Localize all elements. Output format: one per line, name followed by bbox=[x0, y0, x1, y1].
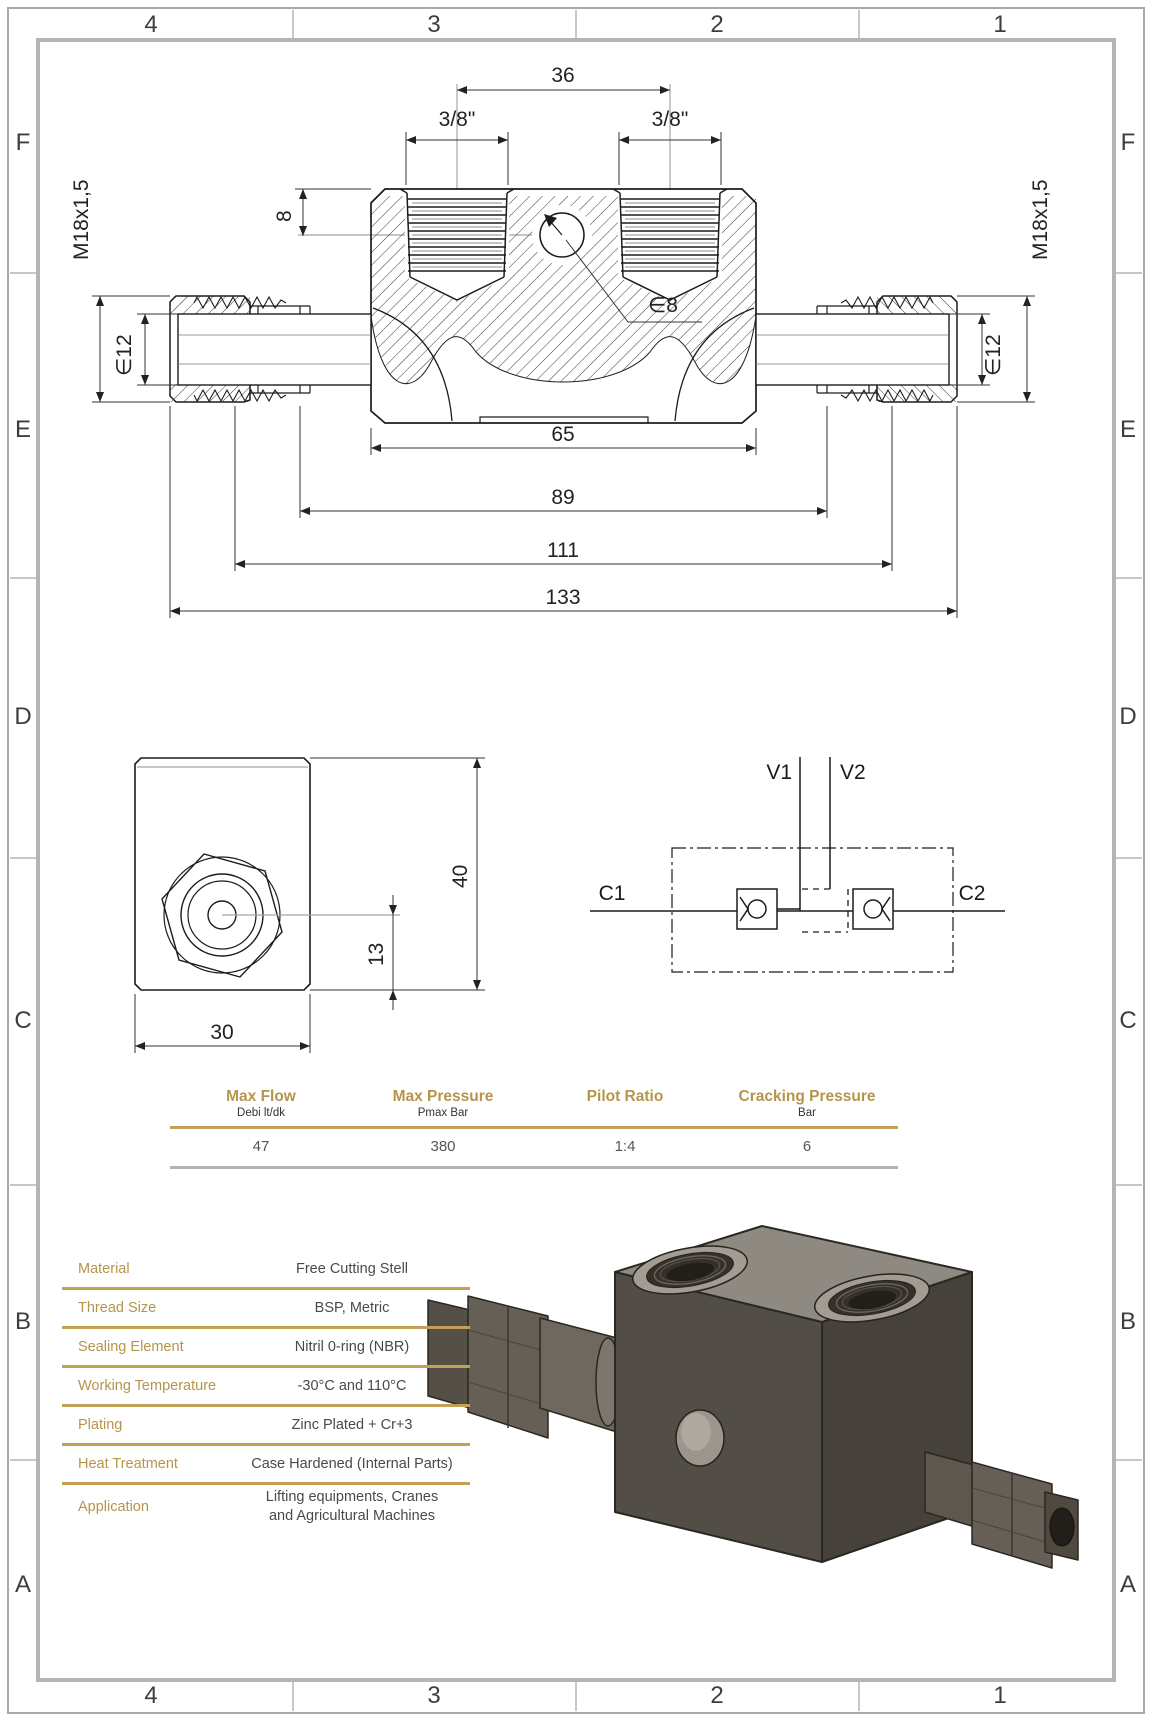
spec-header: Max Pressure bbox=[392, 1088, 494, 1105]
dim-36: 36 bbox=[551, 64, 574, 87]
table-row: Application Lifting equipments, Cranes a… bbox=[62, 1485, 470, 1526]
grid-col-2-top: 2 bbox=[710, 11, 724, 38]
product-3d-render bbox=[427, 1225, 1079, 1569]
check-valve-symbol-2 bbox=[852, 888, 894, 930]
dim-89: 89 bbox=[551, 486, 574, 509]
hydraulic-schematic: V1 V2 C1 C2 bbox=[590, 757, 1005, 973]
dim-38-right: 3/8" bbox=[652, 108, 689, 131]
dim-dia8: ∈8 bbox=[648, 294, 678, 317]
dim-m18-right: M18x1,5 bbox=[1029, 179, 1052, 260]
compression-fitting bbox=[169, 295, 372, 403]
spec-subheader: Bar bbox=[798, 1107, 816, 1119]
property-label: Heat Treatment bbox=[78, 1456, 178, 1472]
grid-col-2-bottom: 2 bbox=[710, 1682, 724, 1709]
property-value: Free Cutting Stell bbox=[295, 1260, 409, 1277]
dim-dia12-left: ∈12 bbox=[113, 334, 136, 376]
sheet-frame bbox=[7, 7, 1145, 1714]
grid-col-1-bottom: 1 bbox=[993, 1682, 1007, 1709]
table-row: Working Temperature -30°C and 110°C bbox=[62, 1368, 470, 1407]
dim-111: 111 bbox=[547, 539, 579, 562]
dim-65: 65 bbox=[551, 423, 574, 446]
property-label: Thread Size bbox=[78, 1300, 157, 1316]
property-label: Plating bbox=[78, 1417, 123, 1433]
grid-row-a-left: A bbox=[14, 1571, 32, 1598]
pilot-hole bbox=[532, 205, 592, 265]
dim-13: 13 bbox=[365, 943, 388, 966]
property-label: Application bbox=[78, 1498, 149, 1515]
material-properties-table: Material Free Cutting Stell Thread Size … bbox=[62, 1251, 470, 1526]
grid-row-e-right: E bbox=[1119, 416, 1137, 443]
spec-col-cracking-pressure: Cracking Pressure Bar bbox=[716, 1088, 898, 1122]
property-value: Zinc Plated + Cr+3 bbox=[291, 1416, 413, 1433]
main-section-view: 36 3/8" 3/8" 8 ∈8 M18x1,5 M18x1,5 ∈12 ∈1… bbox=[70, 64, 1052, 618]
spec-value-pilot-ratio: 1:4 bbox=[614, 1138, 636, 1155]
property-value: BSP, Metric bbox=[314, 1299, 390, 1316]
spec-subheader: Debi lt/dk bbox=[237, 1107, 285, 1119]
dim-30: 30 bbox=[210, 1021, 233, 1044]
spec-col-max-flow: Max Flow Debi lt/dk bbox=[170, 1088, 352, 1122]
table-row: Material Free Cutting Stell bbox=[62, 1251, 470, 1290]
dim-8: 8 bbox=[273, 210, 296, 222]
dimension-lines bbox=[92, 86, 1035, 618]
spec-value-max-flow: 47 bbox=[252, 1138, 270, 1155]
threaded-port bbox=[399, 188, 515, 301]
spec-value-max-pressure: 380 bbox=[430, 1138, 456, 1155]
grid-row-e-left: E bbox=[14, 416, 32, 443]
spec-header: Max Flow bbox=[226, 1088, 296, 1105]
port-label-v1: V1 bbox=[766, 761, 792, 784]
grid-col-4-bottom: 4 bbox=[144, 1682, 158, 1709]
property-value: -30°C and 110°C bbox=[297, 1377, 407, 1394]
dim-38-left: 3/8" bbox=[439, 108, 476, 131]
spec-header-rule bbox=[170, 1126, 898, 1129]
grid-col-1-top: 1 bbox=[993, 11, 1007, 38]
grid-row-b-left: B bbox=[14, 1308, 32, 1335]
spec-col-max-pressure: Max Pressure Pmax Bar bbox=[352, 1088, 534, 1122]
valve-body-outline bbox=[370, 188, 757, 424]
spec-subheader bbox=[534, 1107, 716, 1122]
table-row: Sealing Element Nitril 0-ring (NBR) bbox=[62, 1329, 470, 1368]
dim-40: 40 bbox=[449, 865, 472, 888]
dim-133: 133 bbox=[545, 586, 580, 609]
spec-header: Cracking Pressure bbox=[738, 1088, 876, 1105]
grid-row-b-right: B bbox=[1119, 1308, 1137, 1335]
spec-value-cracking-pressure: 6 bbox=[802, 1138, 812, 1155]
grid-row-a-right: A bbox=[1119, 1571, 1137, 1598]
grid-row-f-right: F bbox=[1120, 129, 1136, 156]
grid-row-d-left: D bbox=[14, 703, 32, 730]
grid-col-3-top: 3 bbox=[427, 11, 441, 38]
dim-dia12-right: ∈12 bbox=[982, 334, 1005, 376]
side-view: 40 13 30 bbox=[134, 757, 485, 1053]
grid-row-f-left: F bbox=[15, 129, 31, 156]
spec-col-pilot-ratio: Pilot Ratio bbox=[534, 1088, 716, 1122]
property-value: Lifting equipments, Cranes and Agricultu… bbox=[265, 1489, 439, 1524]
table-row: Plating Zinc Plated + Cr+3 bbox=[62, 1407, 470, 1446]
spec-subheader: Pmax Bar bbox=[417, 1107, 469, 1119]
grid-row-c-left: C bbox=[14, 1007, 32, 1034]
spec-header: Pilot Ratio bbox=[586, 1088, 664, 1105]
performance-spec-table: Max Flow Debi lt/dk Max Pressure Pmax Ba… bbox=[170, 1088, 898, 1169]
property-label: Working Temperature bbox=[78, 1378, 217, 1394]
property-label: Material bbox=[78, 1261, 130, 1277]
grid-col-3-bottom: 3 bbox=[427, 1682, 441, 1709]
grid-col-4-top: 4 bbox=[144, 11, 158, 38]
check-valve-symbol-1 bbox=[736, 888, 800, 930]
property-value: Nitril 0-ring (NBR) bbox=[294, 1338, 410, 1355]
property-value: Case Hardened (Internal Parts) bbox=[251, 1455, 453, 1472]
grid-row-c-right: C bbox=[1119, 1007, 1137, 1034]
table-row: Thread Size BSP, Metric bbox=[62, 1290, 470, 1329]
port-label-v2: V2 bbox=[840, 761, 866, 784]
spec-bottom-rule bbox=[170, 1166, 898, 1169]
port-label-c2: C2 bbox=[959, 882, 986, 905]
port-label-c1: C1 bbox=[599, 882, 626, 905]
grid-row-d-right: D bbox=[1119, 703, 1137, 730]
dim-m18-left: M18x1,5 bbox=[70, 179, 93, 260]
property-label: Sealing Element bbox=[78, 1339, 184, 1355]
table-row: Heat Treatment Case Hardened (Internal P… bbox=[62, 1446, 470, 1485]
